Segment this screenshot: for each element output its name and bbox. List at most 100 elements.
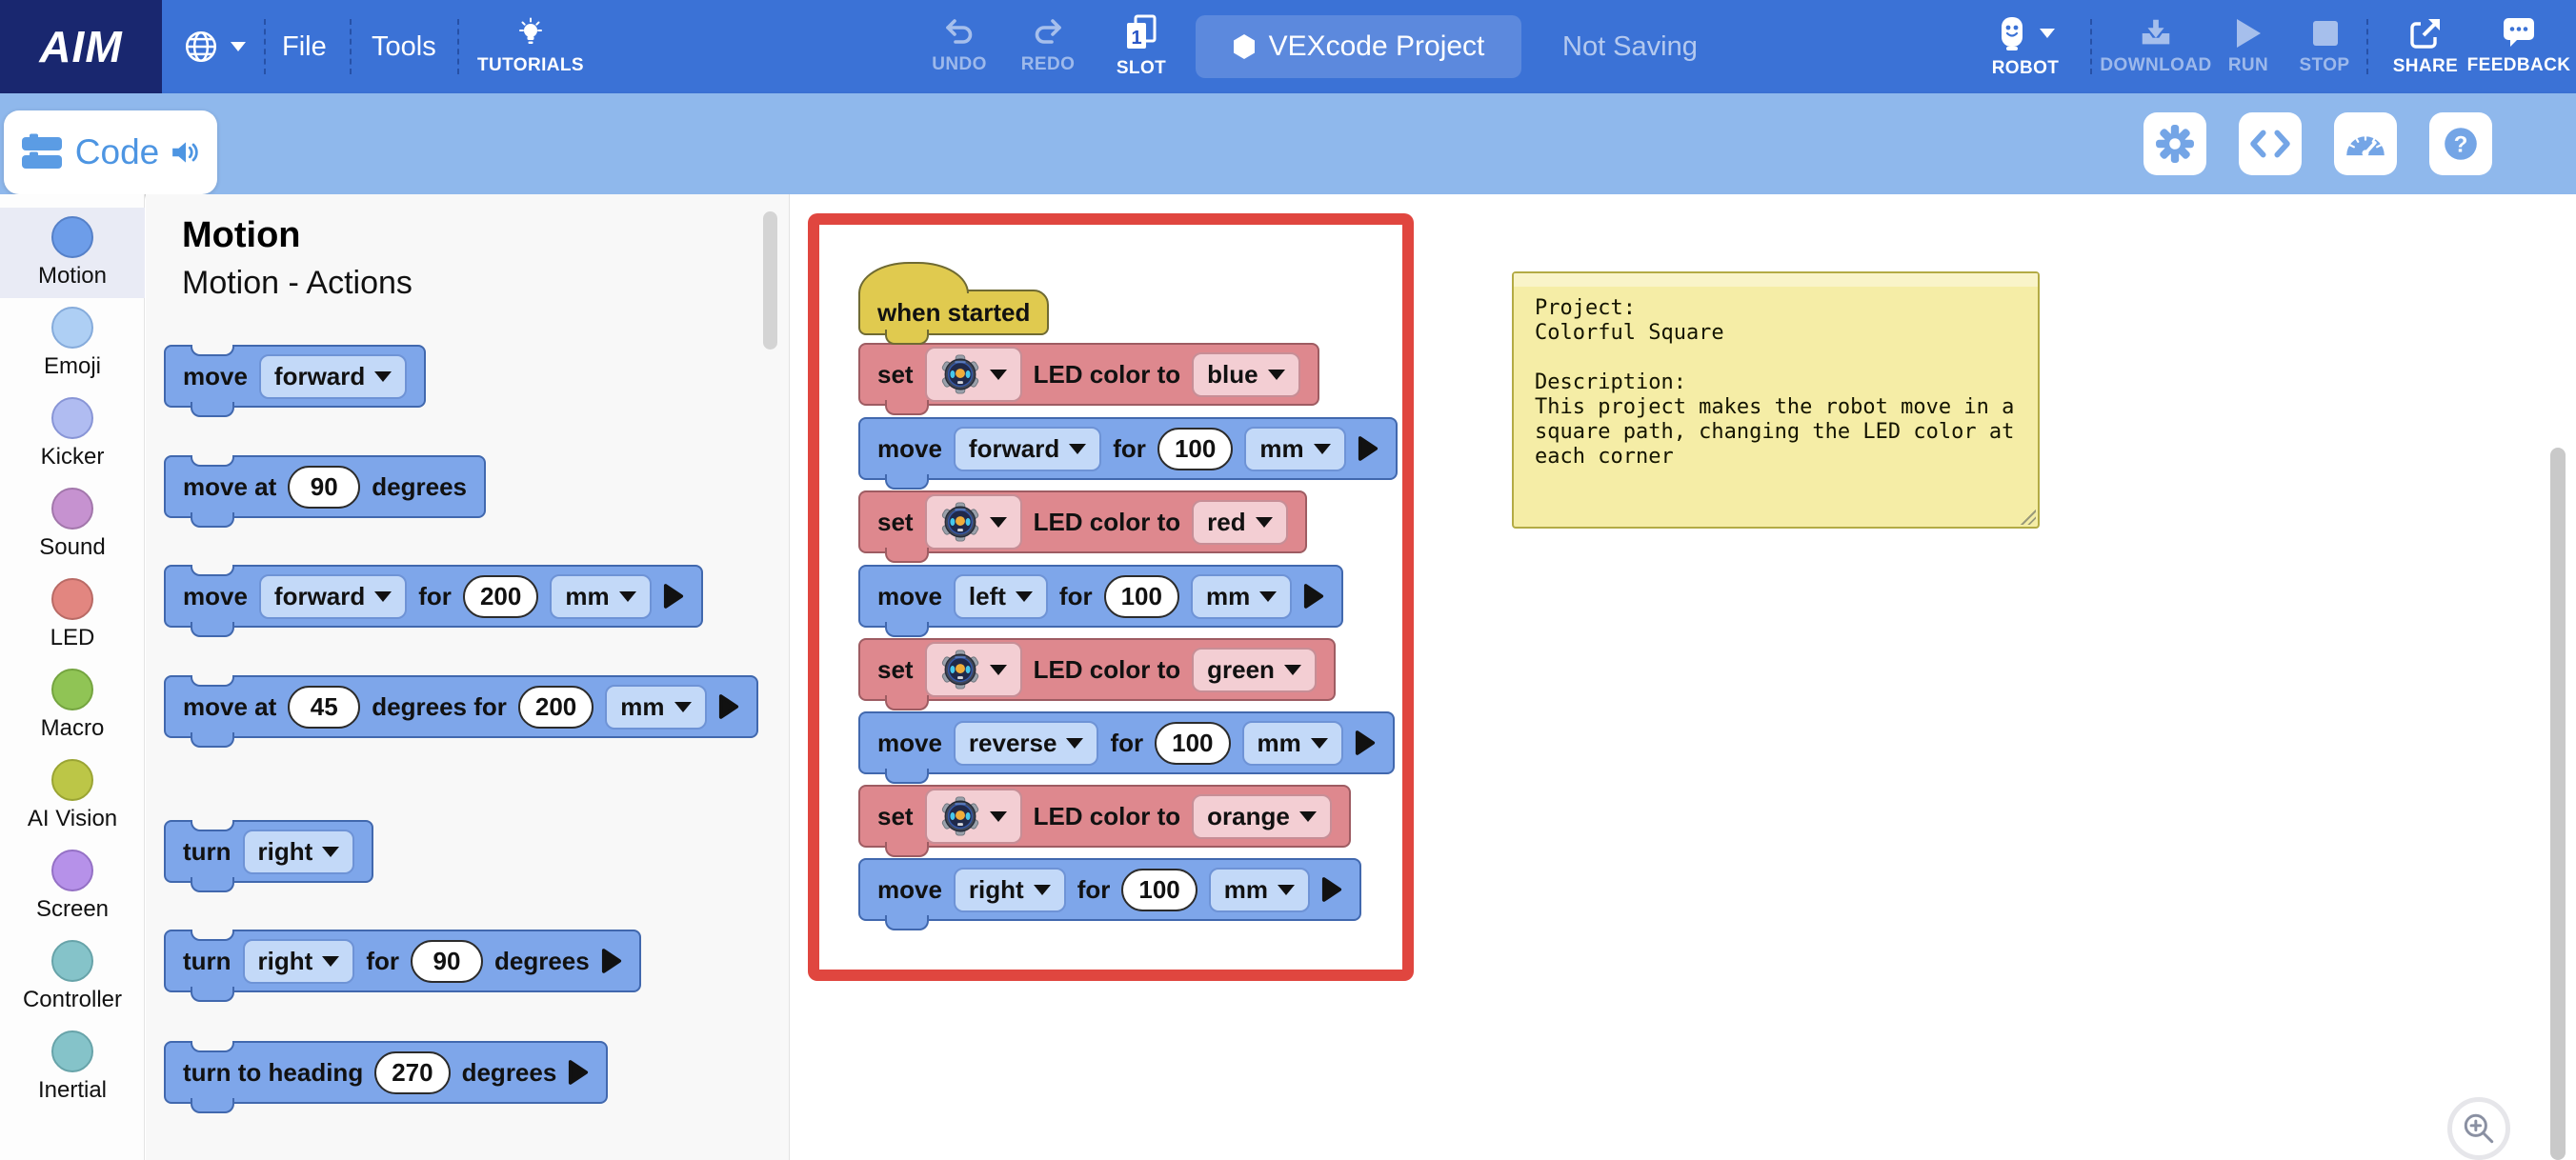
led-color-dropdown[interactable]: green <box>1192 647 1317 692</box>
unit-dropdown[interactable]: mm <box>1244 426 1346 471</box>
feedback-button[interactable]: FEEDBACK <box>2464 0 2574 93</box>
download-icon <box>2142 19 2170 45</box>
direction-dropdown[interactable]: reverse <box>953 720 1099 766</box>
sidebar-item-motion[interactable]: Motion <box>0 208 145 298</box>
canvas-scrollbar[interactable] <box>2550 448 2566 1160</box>
degrees-input[interactable]: 45 <box>288 685 361 729</box>
sidebar-item-emoji[interactable]: Emoji <box>0 298 145 389</box>
monitor-button[interactable] <box>2334 112 2397 175</box>
undo-button[interactable]: UNDO <box>929 0 990 93</box>
turn-direction-dropdown[interactable]: right <box>242 938 355 984</box>
direction-dropdown[interactable]: forward <box>953 426 1102 471</box>
sidebar-item-macro[interactable]: Macro <box>0 660 145 750</box>
direction-dropdown[interactable]: left <box>953 573 1048 619</box>
expand-arrow-icon[interactable] <box>601 948 622 974</box>
unit-dropdown[interactable]: mm <box>605 684 707 730</box>
chevron-down-icon <box>2040 29 2055 38</box>
sidebar-item-sound[interactable]: Sound <box>0 479 145 570</box>
robot-dropdown[interactable] <box>924 789 1022 844</box>
unit-dropdown[interactable]: mm <box>1241 720 1343 766</box>
move-block[interactable]: move left for 100 mm <box>858 565 1344 637</box>
run-button[interactable]: RUN <box>2218 0 2279 93</box>
robot-dropdown[interactable] <box>924 642 1022 697</box>
block-keyword: for <box>1110 728 1144 757</box>
distance-input[interactable]: 200 <box>517 685 594 729</box>
note-resize-handle[interactable] <box>2021 510 2036 525</box>
palette-block-turn[interactable]: turn right <box>164 819 374 892</box>
led-color-dropdown[interactable]: blue <box>1192 351 1300 397</box>
expand-arrow-icon[interactable] <box>1358 435 1379 462</box>
unit-dropdown[interactable]: mm <box>550 573 652 619</box>
workspace-canvas[interactable]: when started set <box>790 194 2576 1160</box>
sidebar-item-led[interactable]: LED <box>0 570 145 660</box>
set-led-color-block[interactable]: set <box>858 785 1351 857</box>
tools-menu[interactable]: Tools <box>372 30 436 62</box>
file-menu[interactable]: File <box>282 30 327 62</box>
led-color-dropdown[interactable]: red <box>1192 499 1288 545</box>
expand-arrow-icon[interactable] <box>568 1059 589 1086</box>
palette-scrollbar[interactable] <box>763 211 777 350</box>
robot-button[interactable]: ROBOT <box>1980 0 2071 93</box>
project-comment-note[interactable]: Project: Colorful Square Description: Th… <box>1512 271 2040 529</box>
note-text[interactable]: Project: Colorful Square Description: Th… <box>1535 296 2015 469</box>
direction-dropdown[interactable]: forward <box>258 353 408 399</box>
unit-dropdown[interactable]: mm <box>1190 573 1293 619</box>
distance-input[interactable]: 100 <box>1121 868 1197 911</box>
palette-block-move-at-degrees-for[interactable]: move at 45 degrees for 200 mm <box>164 674 758 748</box>
sidebar-item-kicker[interactable]: Kicker <box>0 389 145 479</box>
robot-dropdown[interactable] <box>924 347 1022 402</box>
distance-input[interactable]: 100 <box>1155 721 1231 765</box>
tab-code[interactable]: Code <box>4 110 217 194</box>
move-block[interactable]: move right for 100 mm <box>858 858 1361 930</box>
move-block[interactable]: move reverse for 100 mm <box>858 711 1395 784</box>
distance-input[interactable]: 100 <box>1157 427 1234 470</box>
expand-arrow-icon[interactable] <box>1355 730 1376 756</box>
palette-block-turn-to-heading[interactable]: turn to heading 270 degrees <box>164 1040 609 1113</box>
block-keyword: for <box>1058 581 1093 610</box>
expand-arrow-icon[interactable] <box>663 583 684 610</box>
led-color-dropdown[interactable]: orange <box>1192 793 1332 839</box>
expand-arrow-icon[interactable] <box>1303 583 1324 610</box>
language-button[interactable] <box>171 0 257 93</box>
zoom-button[interactable] <box>2447 1097 2510 1160</box>
redo-button[interactable]: REDO <box>1017 0 1078 93</box>
set-led-color-block[interactable]: set <box>858 638 1336 710</box>
direction-dropdown[interactable]: forward <box>258 573 408 619</box>
palette-block-move-for[interactable]: move forward for 200 mm <box>164 564 703 637</box>
gauge-icon <box>2346 134 2385 157</box>
heading-input[interactable]: 270 <box>374 1050 451 1094</box>
sidebar-item-inertial[interactable]: Inertial <box>0 1022 145 1112</box>
degrees-input[interactable]: 90 <box>288 465 361 509</box>
set-led-color-block[interactable]: set <box>858 343 1319 415</box>
code-view-button[interactable] <box>2239 112 2302 175</box>
sidebar-item-controller[interactable]: Controller <box>0 931 145 1022</box>
robot-dropdown[interactable] <box>924 494 1022 550</box>
project-name-button[interactable]: VEXcode Project <box>1196 15 1521 78</box>
move-block[interactable]: move forward for 100 mm <box>858 417 1398 490</box>
tutorials-button[interactable]: TUTORIALS <box>474 0 587 93</box>
distance-input[interactable]: 200 <box>462 574 539 618</box>
expand-arrow-icon[interactable] <box>718 693 739 720</box>
palette-block-move-at-degrees[interactable]: move at 90 degrees <box>164 454 486 528</box>
settings-button[interactable] <box>2143 112 2206 175</box>
distance-input[interactable]: 100 <box>1103 574 1179 618</box>
unit-dropdown[interactable]: mm <box>1208 867 1310 912</box>
slot-page-icon: 1 <box>1127 14 1157 49</box>
direction-dropdown[interactable]: right <box>953 867 1066 912</box>
expand-arrow-icon[interactable] <box>1321 876 1342 903</box>
download-button[interactable]: DOWNLOAD <box>2100 0 2211 93</box>
help-button[interactable]: ? <box>2429 112 2492 175</box>
sidebar-item-ai-vision[interactable]: AI Vision <box>0 750 145 841</box>
block-keyword: LED color to <box>1033 801 1181 830</box>
stop-button[interactable]: STOP <box>2294 0 2355 93</box>
palette-block-turn-for[interactable]: turn right for 90 degrees <box>164 929 641 1002</box>
when-started-hat-block[interactable]: when started <box>857 262 1050 345</box>
block-keyword: move <box>877 581 942 610</box>
palette-block-move[interactable]: move forward <box>164 344 427 417</box>
set-led-color-block[interactable]: set <box>858 490 1307 563</box>
turn-direction-dropdown[interactable]: right <box>242 829 355 874</box>
slot-button[interactable]: 1 SLOT <box>1107 0 1176 93</box>
share-button[interactable]: SHARE <box>2385 0 2465 93</box>
sidebar-item-screen[interactable]: Screen <box>0 841 145 931</box>
degrees-input[interactable]: 90 <box>410 939 483 983</box>
